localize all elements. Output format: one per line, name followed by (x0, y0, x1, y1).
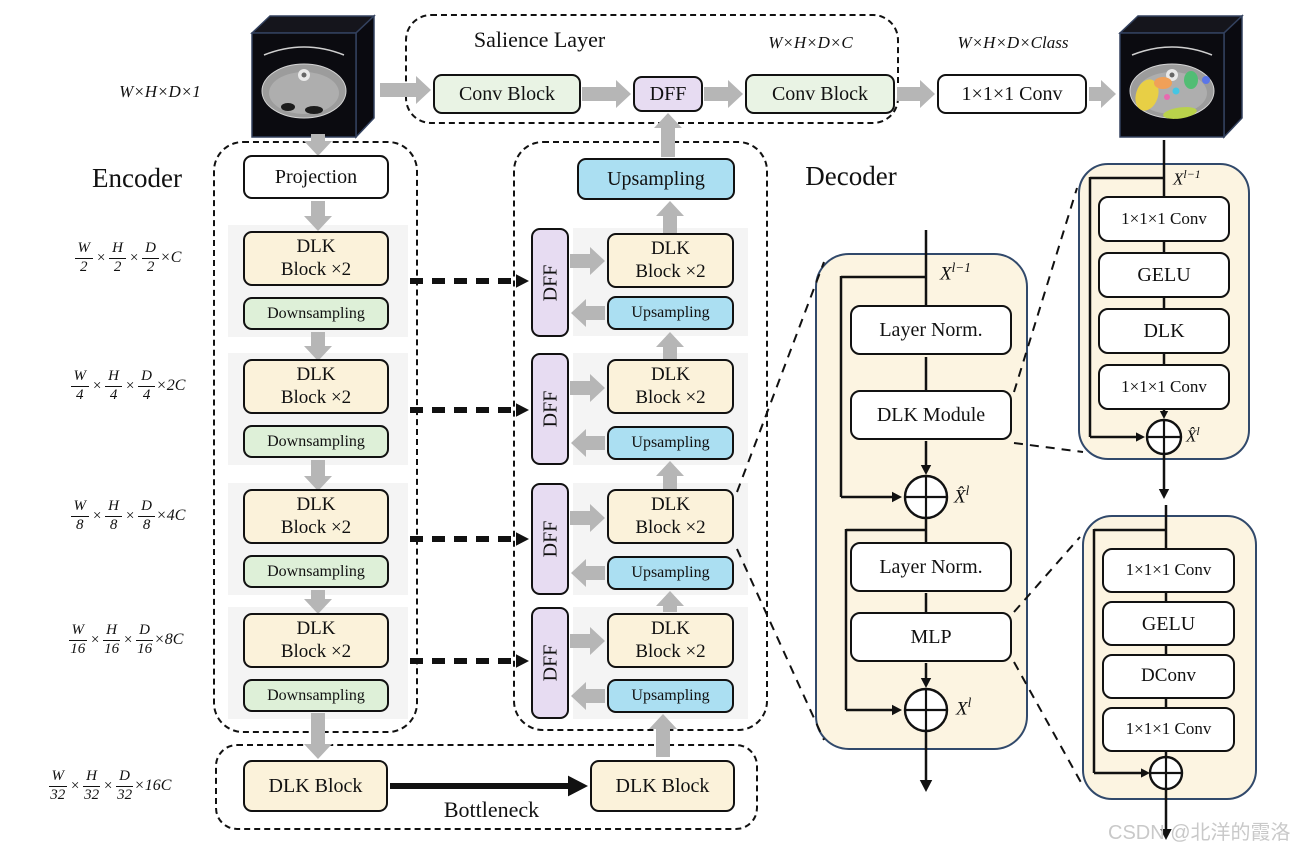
decoder-upsampling-3: Upsampling (607, 556, 734, 590)
cube-top-face (1118, 15, 1244, 34)
dlk-module-gelu-block: GELU (1098, 252, 1230, 298)
decoder-dff-2: DFF (531, 353, 569, 465)
encoder-downsampling-3: Downsampling (243, 555, 389, 588)
encoder-title: Encoder (92, 163, 182, 193)
salience-dff: DFF (633, 76, 703, 112)
cube-right-face (1223, 14, 1243, 139)
decoder-title: Decoder (805, 161, 897, 191)
salience-conv-block-2: Conv Block (745, 74, 895, 114)
arrow-finalconv-to-output (1089, 80, 1116, 108)
mlp-dconv-block: DConv (1102, 654, 1235, 699)
decoder-dff-3: DFF (531, 483, 569, 595)
decoder-upsampling-4: Upsampling (607, 679, 734, 713)
bottleneck-dlk-block-2: DLK Block (590, 760, 735, 812)
dff-label: DFF (539, 390, 562, 428)
dlkmodule-line-out-head (1158, 489, 1170, 499)
final-1x1x1-conv: 1×1×1 Conv (937, 74, 1087, 114)
dlk-module-conv1-block: 1×1×1 Conv (1098, 196, 1230, 242)
decoder-dlk-block-1: DLK Block ×2 (607, 233, 734, 288)
encoder-downsampling-1: Downsampling (243, 297, 389, 330)
decoder-upsampling-2: Upsampling (607, 426, 734, 460)
salience-layer-container (405, 14, 899, 124)
encoder-dlk-block-2: DLK Block ×2 (243, 359, 389, 414)
dlk-module-block: DLK Module (850, 390, 1012, 440)
dlk-block-input-label: Xl−1 (940, 260, 971, 285)
csdn-watermark: CSDN @北洋的霞洛 (1108, 822, 1291, 844)
projection-block: Projection (243, 155, 389, 199)
encoder-downsampling-2: Downsampling (243, 425, 389, 458)
dff-label: DFF (539, 520, 562, 558)
segmented-ct-slice-image (1129, 46, 1215, 119)
arrow-conv2-to-finalconv (897, 80, 935, 108)
encoder-dlk-block-3: DLK Block ×2 (243, 489, 389, 544)
layer-norm-2-block: Layer Norm. (850, 542, 1012, 592)
dlk-block-output-label: Xl (956, 695, 972, 720)
encoder-downsampling-4: Downsampling (243, 679, 389, 712)
salience-dim-label: W×H×D×C (768, 33, 853, 52)
input-dim-label: W×H×D×1 (119, 82, 201, 101)
decoder-dff-4: DFF (531, 607, 569, 719)
decoder-upsampling-top: Upsampling (577, 158, 735, 200)
dlk-module-dlk-block: DLK (1098, 308, 1230, 354)
dlk-module-output-label: X̂l (1186, 424, 1200, 446)
bottleneck-dlk-block-1: DLK Block (243, 760, 388, 812)
dlk-module-conv2-block: 1×1×1 Conv (1098, 364, 1230, 410)
decoder-dff-1: DFF (531, 228, 569, 337)
mlp-block: MLP (850, 612, 1012, 662)
mlp-conv2-block: 1×1×1 Conv (1102, 707, 1235, 752)
dff-label: DFF (539, 264, 562, 301)
layer-norm-1-block: Layer Norm. (850, 305, 1012, 355)
decoder-dlk-block-2: DLK Block ×2 (607, 359, 734, 414)
output-segmentation-cube (1118, 14, 1244, 139)
decoder-dlk-block-3: DLK Block ×2 (607, 489, 734, 544)
output-dim-label: W×H×D×Class (957, 33, 1069, 52)
decoder-upsampling-1: Upsampling (607, 296, 734, 330)
decoder-dlk-block-4: DLK Block ×2 (607, 613, 734, 668)
bottleneck-container (215, 744, 758, 830)
bottleneck-title: Bottleneck (443, 797, 540, 822)
mlp-conv1-block: 1×1×1 Conv (1102, 548, 1235, 593)
salience-conv-block-1: Conv Block (433, 74, 581, 114)
dlk-block-mid-label: X̂l (954, 483, 970, 508)
dff-label: DFF (539, 644, 562, 682)
salience-layer-title: Salience Layer (473, 27, 606, 52)
encoder-dlk-block-1: DLK Block ×2 (243, 231, 389, 286)
input-volume-cube (250, 14, 376, 139)
dlk-module-input-label: Xl−1 (1173, 167, 1201, 189)
cube-right-face (355, 14, 375, 139)
cube-top-face (250, 15, 376, 34)
ct-slice-image (261, 46, 347, 119)
dlkblock-line-out-head (919, 780, 933, 792)
encoder-dlk-block-4: DLK Block ×2 (243, 613, 389, 668)
mlp-gelu-block: GELU (1102, 601, 1235, 646)
